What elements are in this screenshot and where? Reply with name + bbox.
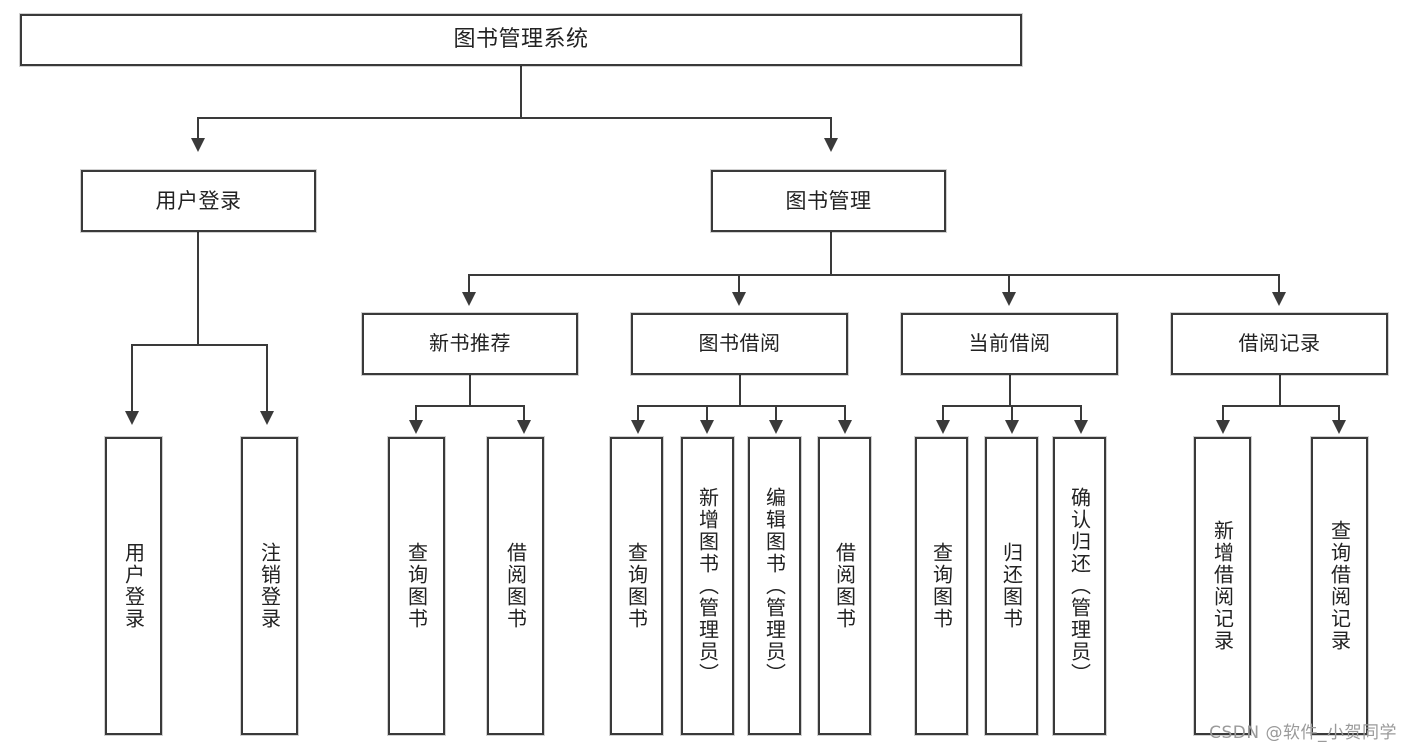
- node-label: 查询图书: [929, 542, 954, 630]
- arrowhead-new-book-leaf-1: [517, 420, 531, 434]
- node-user-login[interactable]: 用户登录: [81, 170, 316, 232]
- arrowhead-current-borrow-leaf-1: [1005, 420, 1019, 434]
- leaf-bookborrow-add-book[interactable]: 新增图书（管理员）: [681, 437, 734, 735]
- connector-book-borrow-to-leaf-1: [706, 405, 708, 423]
- connector-book-borrow-to-leaf-2: [775, 405, 777, 423]
- arrowhead-book-borrow-leaf-2: [769, 420, 783, 434]
- arrowhead-book-borrow-leaf-1: [700, 420, 714, 434]
- node-root-system[interactable]: 图书管理系统: [20, 14, 1022, 66]
- connector-root-stem: [520, 66, 522, 118]
- leaf-bookborrow-borrow-book[interactable]: 借阅图书: [818, 437, 871, 735]
- connector-book-manage-stem: [830, 232, 832, 275]
- node-label: 注销登录: [257, 542, 282, 630]
- connector-book-borrow-stem: [739, 375, 741, 406]
- arrowhead-current-borrow-leaf-2: [1074, 420, 1088, 434]
- connector-borrow-record-stem: [1279, 375, 1281, 406]
- arrowhead-to-borrow-record: [1272, 292, 1286, 306]
- connector-new-book-to-leaf-0: [415, 405, 417, 423]
- connector-borrow-record-to-leaf-0: [1222, 405, 1224, 423]
- arrowhead-to-book-borrow: [732, 292, 746, 306]
- connector-new-book-stem: [469, 375, 471, 406]
- connector-current-borrow-to-leaf-2: [1080, 405, 1082, 423]
- connector-current-borrow-to-leaf-0: [942, 405, 944, 423]
- node-label: 图书管理系统: [453, 27, 589, 53]
- arrowhead-borrow-record-leaf-0: [1216, 420, 1230, 434]
- node-label: 借阅图书: [503, 542, 528, 630]
- leaf-user-login[interactable]: 用户登录: [105, 437, 162, 735]
- node-label: 新增图书（管理员）: [695, 487, 720, 685]
- connector-level2-bus: [468, 274, 1280, 276]
- arrowhead-to-leaf-logout: [260, 411, 274, 425]
- connector-to-new-book: [468, 274, 470, 298]
- arrowhead-to-leaf-user-login: [125, 411, 139, 425]
- node-label: 新书推荐: [429, 331, 511, 356]
- node-label: 确认归还（管理员）: [1067, 487, 1092, 685]
- leaf-newbook-borrow-book[interactable]: 借阅图书: [487, 437, 544, 735]
- leaf-newbook-query-book[interactable]: 查询图书: [388, 437, 445, 735]
- node-current-borrow[interactable]: 当前借阅: [901, 313, 1118, 375]
- connector-borrow-record-bus: [1222, 405, 1340, 407]
- connector-user-login-bus: [131, 344, 267, 346]
- arrowhead-borrow-record-leaf-1: [1332, 420, 1346, 434]
- arrowhead-to-new-book: [462, 292, 476, 306]
- leaf-currentborrow-query-book[interactable]: 查询图书: [915, 437, 968, 735]
- connector-user-login-stem: [197, 232, 199, 345]
- connector-to-current-borrow: [1008, 274, 1010, 298]
- node-label: 用户登录: [121, 542, 146, 630]
- connector-new-book-bus: [415, 405, 525, 407]
- arrowhead-current-borrow-leaf-0: [936, 420, 950, 434]
- arrowhead-to-current-borrow: [1002, 292, 1016, 306]
- arrowhead-book-borrow-leaf-3: [838, 420, 852, 434]
- node-label: 借阅记录: [1238, 331, 1321, 356]
- connector-new-book-to-leaf-1: [523, 405, 525, 423]
- node-new-book-recommend[interactable]: 新书推荐: [362, 313, 578, 375]
- arrowhead-to-book-manage: [824, 138, 838, 152]
- node-label: 用户登录: [155, 188, 242, 213]
- node-label: 查询图书: [624, 542, 649, 630]
- node-book-manage[interactable]: 图书管理: [711, 170, 946, 232]
- connector-to-book-manage: [830, 117, 832, 143]
- node-label: 查询借阅记录: [1327, 520, 1352, 652]
- connector-book-borrow-to-leaf-3: [844, 405, 846, 423]
- connector-book-borrow-bus: [637, 405, 845, 407]
- leaf-borrowrecord-add-record[interactable]: 新增借阅记录: [1194, 437, 1251, 735]
- node-label: 归还图书: [999, 542, 1024, 630]
- leaf-currentborrow-confirm-return[interactable]: 确认归还（管理员）: [1053, 437, 1106, 735]
- node-label: 查询图书: [404, 542, 429, 630]
- node-label: 图书借阅: [698, 331, 781, 356]
- node-label: 图书管理: [785, 188, 872, 213]
- arrowhead-book-borrow-leaf-0: [631, 420, 645, 434]
- connector-current-borrow-to-leaf-1: [1011, 405, 1013, 423]
- node-book-borrow[interactable]: 图书借阅: [631, 313, 848, 375]
- connector-level1-bus: [197, 117, 832, 119]
- node-label: 当前借阅: [968, 331, 1051, 356]
- connector-current-borrow-stem: [1009, 375, 1011, 406]
- node-label: 编辑图书（管理员）: [762, 487, 787, 685]
- leaf-bookborrow-edit-book[interactable]: 编辑图书（管理员）: [748, 437, 801, 735]
- node-label: 借阅图书: [832, 542, 857, 630]
- node-borrow-record[interactable]: 借阅记录: [1171, 313, 1388, 375]
- leaf-currentborrow-return-book[interactable]: 归还图书: [985, 437, 1038, 735]
- connector-to-book-borrow: [738, 274, 740, 298]
- connector-to-user-login: [197, 117, 199, 143]
- connector-to-borrow-record: [1278, 274, 1280, 298]
- connector-to-leaf-user-login: [131, 344, 133, 416]
- arrowhead-to-user-login: [191, 138, 205, 152]
- arrowhead-new-book-leaf-0: [409, 420, 423, 434]
- leaf-bookborrow-query-book[interactable]: 查询图书: [610, 437, 663, 735]
- connector-borrow-record-to-leaf-1: [1338, 405, 1340, 423]
- leaf-logout-login[interactable]: 注销登录: [241, 437, 298, 735]
- connector-to-leaf-logout: [266, 344, 268, 416]
- connector-book-borrow-to-leaf-0: [637, 405, 639, 423]
- leaf-borrowrecord-query-record[interactable]: 查询借阅记录: [1311, 437, 1368, 735]
- node-label: 新增借阅记录: [1210, 520, 1235, 652]
